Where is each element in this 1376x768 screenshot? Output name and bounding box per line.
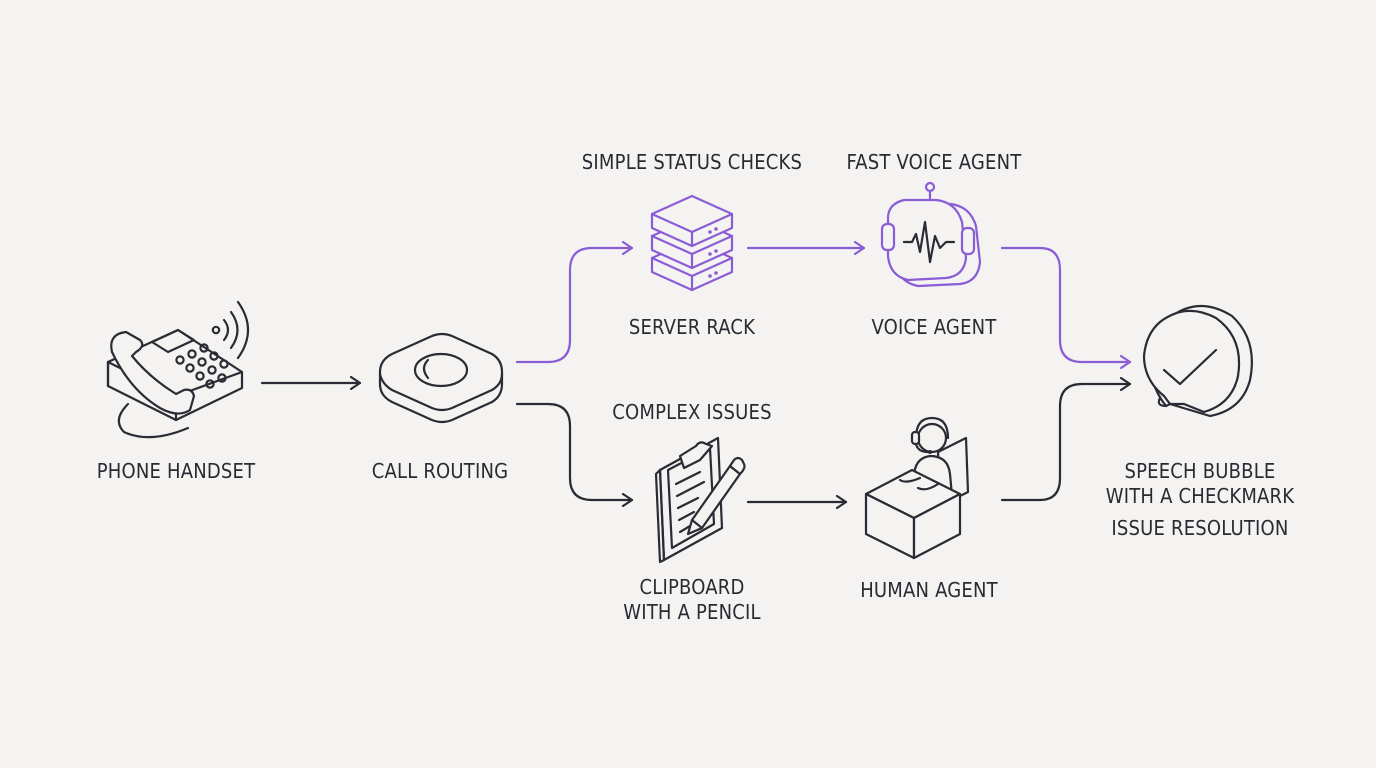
human-agent-icon [864, 416, 970, 560]
voice-agent-icon [880, 181, 982, 288]
call-routing-icon [378, 332, 504, 424]
label-issue-resolution: ISSUE RESOLUTION [1111, 516, 1289, 540]
arrow-routing-to-server [515, 248, 634, 364]
label-call-routing: CALL ROUTING [371, 459, 509, 483]
label-speech-bubble-line1: SPEECH BUBBLE [1124, 459, 1276, 483]
speech-bubble-check-icon [1142, 305, 1253, 418]
phone-handset-icon [106, 300, 249, 439]
label-voice-agent: VOICE AGENT [871, 315, 997, 339]
label-fast-voice-agent: FAST VOICE AGENT [846, 150, 1022, 174]
arrow-human-to-resolution [1000, 384, 1132, 502]
label-clipboard-line1: CLIPBOARD [639, 575, 745, 599]
label-human-agent: HUMAN AGENT [860, 578, 998, 602]
server-rack-icon [650, 194, 734, 292]
label-simple-status-checks: SIMPLE STATUS CHECKS [581, 150, 803, 174]
label-phone-handset: PHONE HANDSET [96, 459, 256, 483]
clipboard-pencil-icon [654, 436, 746, 564]
label-speech-bubble-line2: WITH A CHECKMARK [1105, 484, 1295, 508]
arrow-voice-to-resolution [1000, 246, 1132, 362]
label-server-rack: SERVER RACK [628, 315, 756, 339]
label-complex-issues: COMPLEX ISSUES [612, 400, 772, 424]
label-clipboard-line2: WITH A PENCIL [623, 600, 761, 624]
arrow-routing-to-clipboard [515, 402, 634, 500]
